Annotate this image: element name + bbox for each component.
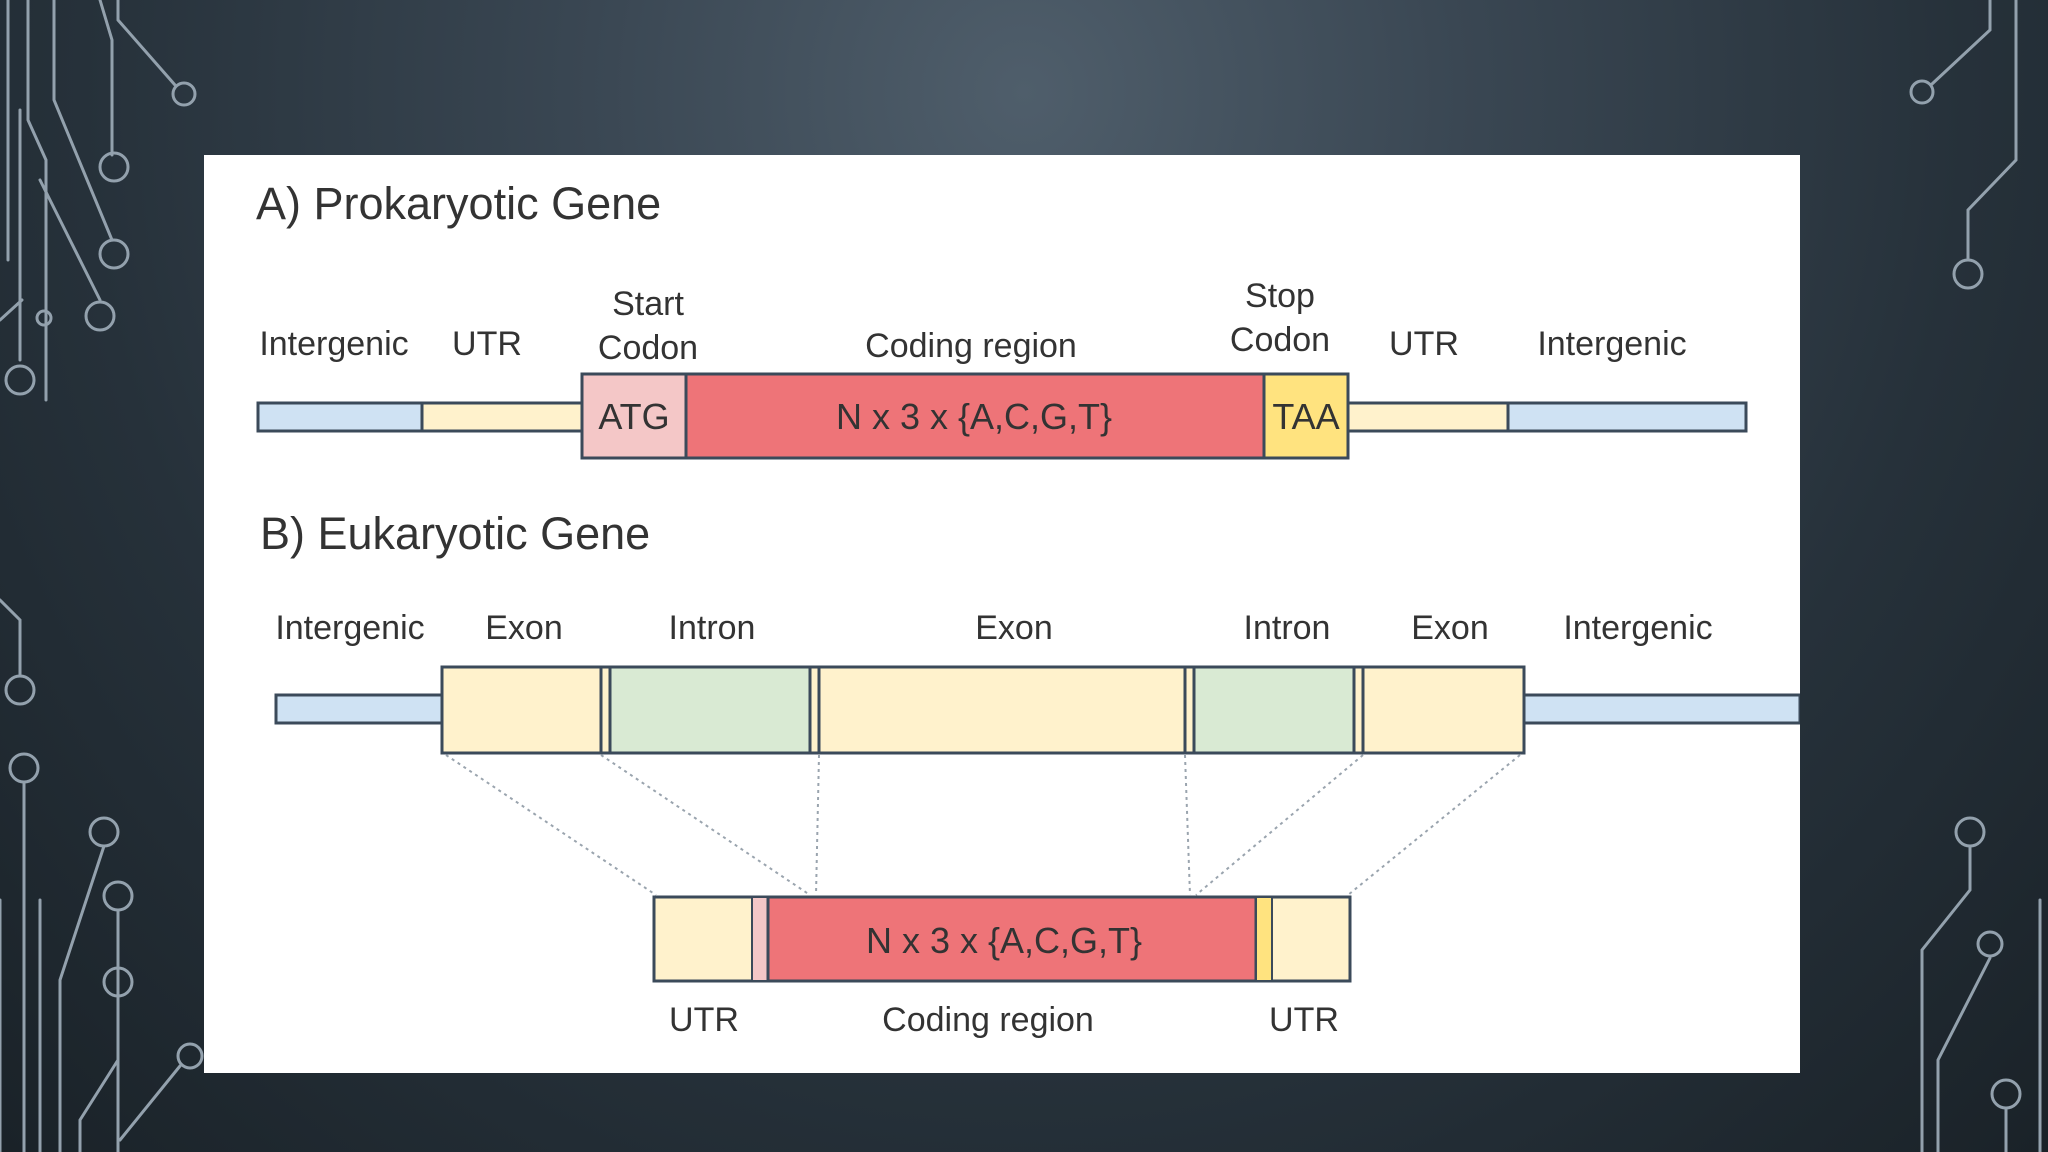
mrna-label-coding-region: Coding region — [882, 1001, 1094, 1039]
euk-label-exon-1: Exon — [485, 609, 563, 647]
circuit-right-bottom — [1920, 816, 2042, 1152]
prok-label-stop-line1: Stop — [1245, 277, 1315, 315]
euk-label-exon-2: Exon — [975, 609, 1053, 647]
prok-label-start-line1: Start — [612, 285, 684, 323]
euk-label-exon-3: Exon — [1411, 609, 1489, 647]
euk-label-intergenic-left: Intergenic — [275, 609, 424, 647]
prok-label-intergenic-right: Intergenic — [1537, 325, 1686, 363]
prok-start-codon-seq: ATG — [598, 396, 669, 437]
euk-label-intron-1: Intron — [669, 609, 756, 647]
prok-stop-codon-seq: TAA — [1272, 396, 1339, 437]
mrna-stop-codon-strip — [1255, 896, 1273, 982]
euk-label-intron-2: Intron — [1244, 609, 1331, 647]
prok-label-stop-line2: Codon — [1230, 321, 1330, 359]
diagram-panel: A) Prokaryotic Gene Intergenic UTR Start… — [204, 155, 1800, 1073]
circuit-left-top — [0, 0, 197, 402]
circuit-left-bottom — [0, 598, 204, 1152]
prokaryotic-title: A) Prokaryotic Gene — [256, 178, 661, 229]
mrna-coding-box — [766, 895, 1258, 983]
euk-intergenic-right-bar — [1522, 693, 1800, 725]
prok-label-coding-region: Coding region — [865, 327, 1077, 365]
gene-structure-diagram: A) Prokaryotic Gene Intergenic UTR Start… — [256, 178, 1800, 1039]
prok-coding-box — [684, 372, 1266, 460]
mrna-coding-seq: N x 3 x {A,C,G,T} — [866, 920, 1142, 961]
prok-label-utr-left: UTR — [452, 325, 522, 363]
mrna-label-utr-right: UTR — [1269, 1001, 1339, 1039]
eukaryotic-title: B) Eukaryotic Gene — [260, 508, 650, 559]
prok-intergenic-left-bar — [256, 401, 424, 433]
prok-label-intergenic-left: Intergenic — [259, 325, 408, 363]
prok-label-start-line2: Codon — [598, 329, 698, 367]
prok-label-utr-right: UTR — [1389, 325, 1459, 363]
euk-intergenic-left-bar — [274, 693, 444, 725]
prok-utr-right-bar — [1346, 401, 1510, 433]
circuit-right-top — [1909, 0, 2018, 290]
prok-utr-left-bar — [420, 401, 584, 433]
mrna-label-utr-left: UTR — [669, 1001, 739, 1039]
prok-stop-codon-box — [1262, 372, 1350, 460]
prok-intergenic-right-bar — [1506, 401, 1748, 433]
prok-coding-seq: N x 3 x {A,C,G,T} — [836, 396, 1112, 437]
euk-intron-2-box — [1192, 665, 1356, 755]
mrna-start-codon-strip — [751, 896, 769, 982]
prok-start-codon-box — [580, 372, 688, 460]
euk-intron-1-box — [608, 665, 812, 755]
splice-projection-lines — [445, 754, 1521, 896]
euk-label-intergenic-right: Intergenic — [1563, 609, 1712, 647]
